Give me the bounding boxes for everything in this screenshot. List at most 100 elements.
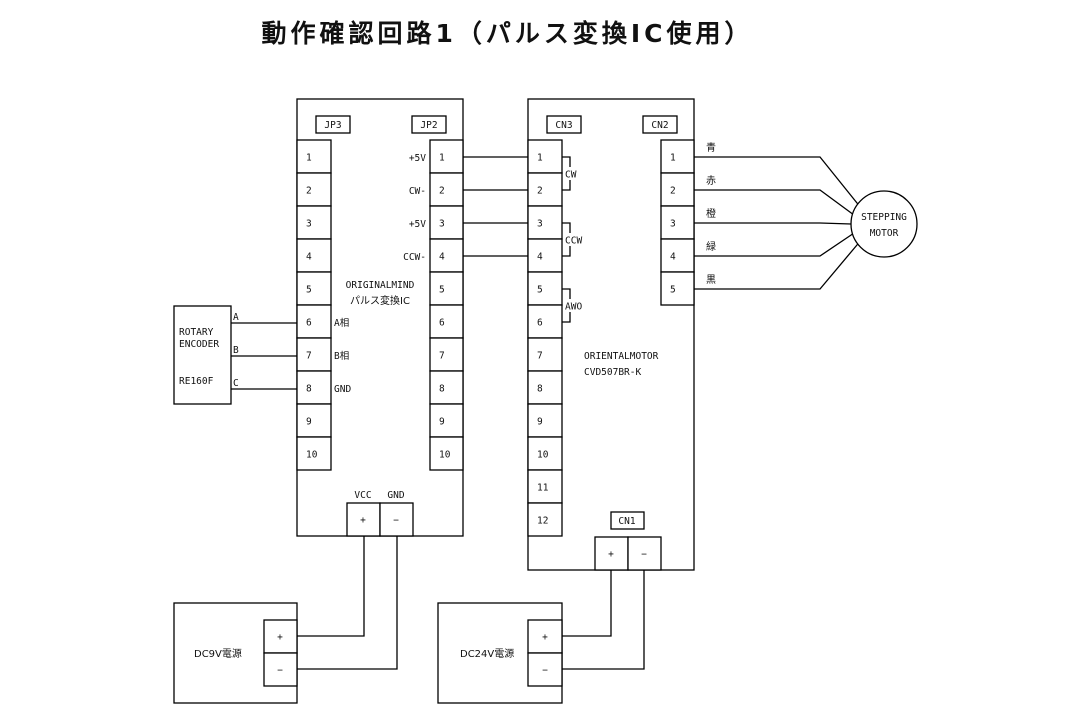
wire-9v-plus [297, 536, 365, 637]
pulse-ic-name-line1: ORIGINALMIND [346, 280, 415, 291]
jp3-pin8-label: GND [334, 384, 351, 395]
pin-group-label: AWO [565, 302, 582, 313]
cn2-pin-1 [660, 139, 695, 174]
driver-minus-sign: − [641, 549, 647, 560]
cn3-pin-9 [527, 403, 563, 438]
jp3-pin-6 [296, 304, 332, 339]
cn3-pin-number: 1 [537, 153, 543, 164]
motor-wire-color-label: 赤 [706, 175, 716, 187]
wire-9v-minus [297, 536, 398, 670]
jp3-pin-number: 5 [306, 285, 312, 296]
motor-wire-1 [694, 156, 859, 205]
driver-plus-sign: + [608, 549, 614, 560]
cn2-label: CN2 [651, 120, 668, 131]
cn3-pin-6 [527, 304, 563, 339]
cn3-pin-number: 10 [537, 450, 549, 461]
cn3-pin-12 [527, 502, 563, 537]
encoder-line2: ENCODER [179, 339, 219, 350]
psu-9v-label: DC9V電源 [194, 647, 242, 660]
jp2-connector-label-box [411, 115, 447, 134]
motor-wire-5 [694, 243, 859, 290]
jp2-pin-number: 2 [439, 186, 445, 197]
jp3-pin-number: 7 [306, 351, 312, 362]
motor-wire-4 [694, 233, 853, 257]
signal-wires [463, 156, 528, 257]
pin-group-bracket-bottom [562, 312, 571, 323]
pin-group-label: CW [565, 170, 577, 181]
jp2-pin-number: 7 [439, 351, 445, 362]
jp2-pin-number: 10 [439, 450, 451, 461]
jp3-pin6-label: A相 [334, 317, 349, 329]
cn3-pin-number: 9 [537, 417, 543, 428]
jp2-pin-number: 5 [439, 285, 445, 296]
cn3-pin-number: 7 [537, 351, 543, 362]
encoder-line1: ROTARY [179, 327, 214, 338]
jp3-pin-number: 6 [306, 318, 312, 329]
jp3-pin-number: 1 [306, 153, 312, 164]
jp3-pin-9 [296, 403, 332, 438]
jp2-pin-9 [429, 403, 464, 438]
pin-group-label: CCW [565, 236, 582, 247]
cn2-pin-2 [660, 172, 695, 207]
jp3-pin-number: 10 [306, 450, 318, 461]
cn3-pin-2 [527, 172, 563, 207]
cn3-pin-number: 4 [537, 252, 543, 263]
motor-wire-2 [694, 189, 853, 215]
driver-name-line1: ORIENTALMOTOR [584, 351, 659, 362]
jp3-pin-number: 3 [306, 219, 312, 230]
wire-24v-minus [562, 570, 645, 670]
jp2-pin-10 [429, 436, 464, 471]
rotary-encoder: ROTARY ENCODER RE160F A B C [173, 305, 297, 405]
cn3-pin-3 [527, 205, 563, 240]
cn3-label: CN3 [555, 120, 572, 131]
psu-24v-minus-sign: − [542, 665, 548, 676]
psu-24v-plus-sign: + [542, 632, 548, 643]
jp2-pin-number: 9 [439, 417, 445, 428]
jp3-pin-number: 2 [306, 186, 312, 197]
vcc-label: VCC [354, 490, 371, 501]
cn3-pin-number: 6 [537, 318, 543, 329]
jp2-pin2-label: CW- [409, 186, 426, 197]
cn3-pin-number: 2 [537, 186, 543, 197]
motor-wire-color-label: 橙 [706, 207, 716, 220]
jp2-pin3-label: +5V [409, 219, 426, 230]
cn2-pin-4 [660, 238, 695, 273]
motor-wire-3 [694, 222, 852, 225]
jp2-pin-7 [429, 337, 464, 372]
cn2-pin-number: 3 [670, 219, 676, 230]
pin-group-bracket-bottom [562, 180, 571, 191]
pin-group-bracket-bottom [562, 246, 571, 257]
cn3-connector-label-box [546, 115, 582, 134]
pulse-ic-name-line2: パルス変換IC [350, 294, 410, 307]
motor-line2: MOTOR [870, 228, 899, 239]
pin-group-bracket-top [562, 222, 571, 233]
jp2-label: JP2 [420, 120, 437, 131]
jp3-label: JP3 [324, 120, 341, 131]
psu-24v-label: DC24V電源 [460, 647, 514, 660]
cn3-pin-5 [527, 271, 563, 306]
jp2-pin-6 [429, 304, 464, 339]
jp3-pin-4 [296, 238, 332, 273]
encoder-box [173, 305, 232, 405]
jp2-pin-5 [429, 271, 464, 306]
cn3-pin-number: 11 [537, 483, 549, 494]
jp2-pin-number: 6 [439, 318, 445, 329]
jp3-pin-2 [296, 172, 332, 207]
encoder-output-b: B [233, 345, 239, 356]
motor-wire-color-label: 黒 [706, 274, 716, 286]
cn3-pin-8 [527, 370, 563, 405]
cn3-pin-number: 3 [537, 219, 543, 230]
pulse-ic-plus-sign: + [360, 515, 366, 526]
encoder-output-c: C [233, 378, 239, 389]
cn3-pin-groups: CW CCW AWO [562, 156, 582, 323]
cn3-pin-number: 8 [537, 384, 543, 395]
psu-9v-minus-sign: − [277, 665, 283, 676]
cn2-pin-3 [660, 205, 695, 240]
diagram-title: 動作確認回路1（パルス変換IC使用） [261, 19, 754, 48]
cn3-pin-1 [527, 139, 563, 174]
